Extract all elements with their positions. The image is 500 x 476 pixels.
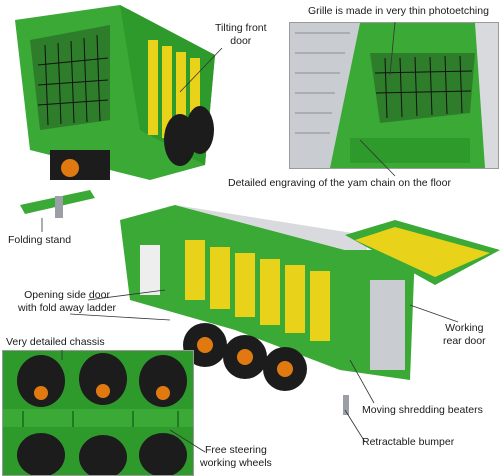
- callout-steering-wheels: Free steering working wheels: [200, 444, 272, 469]
- callout-folding-stand: Folding stand: [8, 234, 72, 246]
- callout-engraving: Detailed engraving of the yam chain on t…: [228, 177, 451, 189]
- callout-grille: Grille is made in very thin photoetching: [308, 5, 489, 17]
- callout-opening-side-door: Opening side door with fold away ladder: [18, 289, 117, 314]
- callout-chassis: Very detailed chassis: [6, 336, 105, 348]
- callout-shredding-beaters: Moving shredding beaters: [362, 404, 483, 416]
- chassis-detail-inset: [2, 350, 194, 476]
- callout-retractable-bumper: Retractable bumper: [362, 436, 455, 448]
- callout-tilting-front-door: Tilting front door: [215, 22, 267, 47]
- grille-detail-inset: [289, 22, 499, 169]
- trailer-side-view: [120, 205, 500, 415]
- callout-working-rear-door: Working rear door: [443, 322, 486, 347]
- trailer-front-view: [15, 5, 215, 218]
